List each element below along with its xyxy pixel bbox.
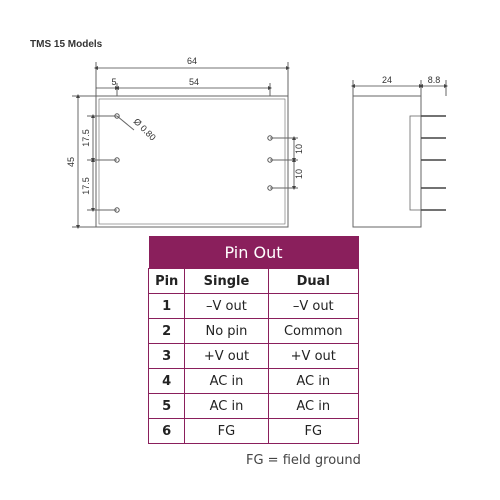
pin-hole (114, 207, 120, 213)
pin-dual-function: –V out (267, 293, 360, 319)
dim-height: 45 (66, 157, 76, 167)
model-title: TMS 15 Models (30, 39, 103, 50)
pin-dual-function: FG (267, 418, 360, 444)
pin-dual-function: +V out (267, 343, 360, 369)
pin-single-function: AC in (184, 393, 269, 419)
dim-pin-diameter: Ø 0.80 (132, 116, 158, 142)
side-view (352, 80, 447, 228)
dim-left-spacing-top: 17.5 (81, 129, 91, 147)
table-row: 3 +V out +V out (147, 343, 360, 369)
pin-single-function: –V out (184, 293, 269, 319)
table-row: 5 AC in AC in (147, 393, 360, 419)
side-view-pins (421, 115, 446, 211)
pin-hole (267, 135, 273, 141)
side-view-pin-block (409, 115, 422, 211)
pin-number: 2 (147, 318, 186, 344)
dim-overall-width: 64 (187, 56, 197, 66)
dim-pin-length: 8.8 (428, 75, 441, 85)
column-header-dual: Dual (267, 268, 360, 294)
pinout-table: Pin Out Pin Single Dual 1 –V out –V out … (147, 236, 360, 444)
column-header-pin: Pin (147, 268, 186, 294)
front-view-pins (114, 113, 273, 213)
pin-dual-function: Common (267, 318, 360, 344)
dim-pin-span: 54 (189, 77, 199, 87)
pin-hole (267, 185, 273, 191)
field-ground-note: FG = field ground (246, 453, 361, 468)
pin-dual-function: AC in (267, 393, 360, 419)
column-header-single: Single (184, 268, 269, 294)
dim-side-depth: 24 (382, 75, 392, 85)
pin-dual-function: AC in (267, 368, 360, 394)
table-row: 4 AC in AC in (147, 368, 360, 394)
pin-single-function: FG (184, 418, 269, 444)
front-view-outline (95, 95, 289, 228)
pin-single-function: AC in (184, 368, 269, 394)
dim-right-spacing-bottom: 10 (294, 169, 304, 179)
pin-single-function: No pin (184, 318, 269, 344)
table-row: 2 No pin Common (147, 318, 360, 344)
table-row: 6 FG FG (147, 418, 360, 444)
pin-number: 3 (147, 343, 186, 369)
pin-hole (114, 157, 120, 163)
pin-hole (114, 113, 120, 119)
dim-left-spacing-bottom: 17.5 (81, 177, 91, 195)
pin-number: 6 (147, 418, 186, 444)
dim-pin-offset: 5 (111, 77, 116, 87)
front-view-dimension-lines (76, 66, 296, 229)
pin-number: 4 (147, 368, 186, 394)
pin-number: 5 (147, 393, 186, 419)
pinout-heading: Pin Out (148, 236, 359, 269)
front-view (72, 62, 298, 228)
pin-single-function: +V out (184, 343, 269, 369)
table-row: 1 –V out –V out (147, 293, 360, 319)
dim-right-spacing-top: 10 (294, 144, 304, 154)
pin-number: 1 (147, 293, 186, 319)
pinout-column-header-row: Pin Single Dual (147, 268, 360, 294)
pin-hole (267, 157, 273, 163)
front-view-inner-outline (98, 98, 286, 225)
